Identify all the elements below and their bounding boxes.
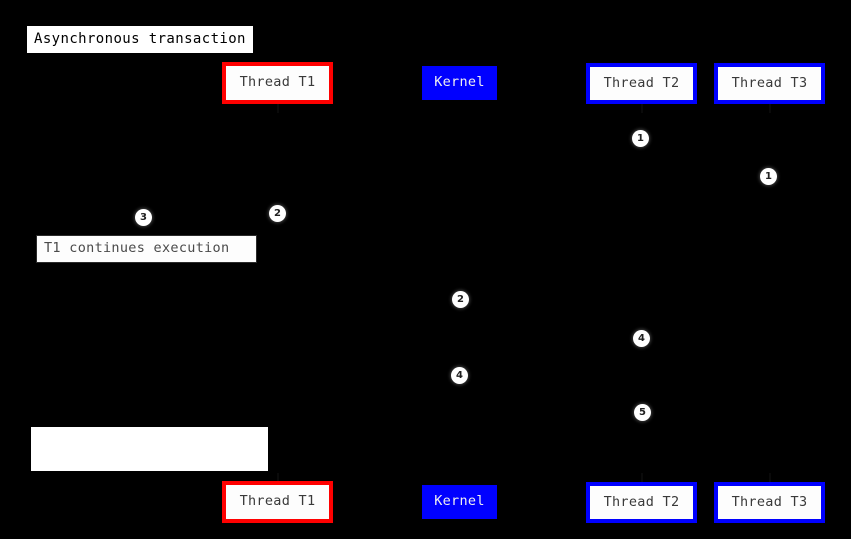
participant-thread-t3-bottom[interactable]: Thread T3	[714, 482, 825, 523]
step-number: 1	[637, 132, 644, 144]
lifeline-stub-t2-bottom	[641, 473, 643, 482]
note-blank	[31, 427, 268, 471]
participant-label: Kernel	[434, 493, 485, 510]
step-number: 2	[274, 207, 281, 219]
participant-label: Thread T1	[239, 74, 316, 91]
step-number: 5	[639, 406, 646, 418]
participant-kernel-bottom[interactable]: Kernel	[422, 485, 497, 519]
step-marker-4-kernel: 4	[451, 367, 468, 384]
step-number: 4	[638, 332, 645, 344]
step-marker-1-t2: 1	[632, 130, 649, 147]
lifeline-stub-t2-top	[641, 104, 643, 113]
note-text: T1 continues execution	[44, 240, 230, 257]
step-marker-3-t1: 3	[135, 209, 152, 226]
step-marker-2-t1: 2	[269, 205, 286, 222]
participant-label: Thread T3	[731, 74, 808, 91]
step-number: 4	[456, 369, 463, 381]
lifeline-stub-t3-top	[769, 104, 771, 113]
participant-thread-t2-top[interactable]: Thread T2	[586, 63, 697, 104]
lifeline-stub-t3-bottom	[769, 473, 771, 482]
participant-thread-t1-top[interactable]: Thread T1	[222, 62, 333, 104]
step-marker-2-kernel: 2	[452, 291, 469, 308]
participant-label: Thread T3	[731, 493, 808, 510]
lifeline-stub-t1-top	[277, 104, 279, 113]
step-marker-5-t2: 5	[634, 404, 651, 421]
participant-thread-t2-bottom[interactable]: Thread T2	[586, 482, 697, 523]
participant-thread-t1-bottom[interactable]: Thread T1	[222, 481, 333, 523]
note-t1-continues-execution: T1 continues execution	[36, 235, 257, 263]
participant-kernel-top[interactable]: Kernel	[422, 66, 497, 100]
participant-label: Thread T1	[239, 493, 316, 510]
participant-label: Kernel	[434, 74, 485, 91]
participant-thread-t3-top[interactable]: Thread T3	[714, 63, 825, 104]
step-number: 3	[140, 211, 147, 223]
step-marker-1-t3: 1	[760, 168, 777, 185]
step-marker-4-t2: 4	[633, 330, 650, 347]
step-number: 1	[765, 170, 772, 182]
participant-label: Thread T2	[603, 493, 680, 510]
diagram-title: Asynchronous transaction	[27, 26, 253, 53]
participant-label: Thread T2	[603, 74, 680, 91]
step-number: 2	[457, 293, 464, 305]
lifeline-stub-t1-bottom	[277, 473, 279, 482]
